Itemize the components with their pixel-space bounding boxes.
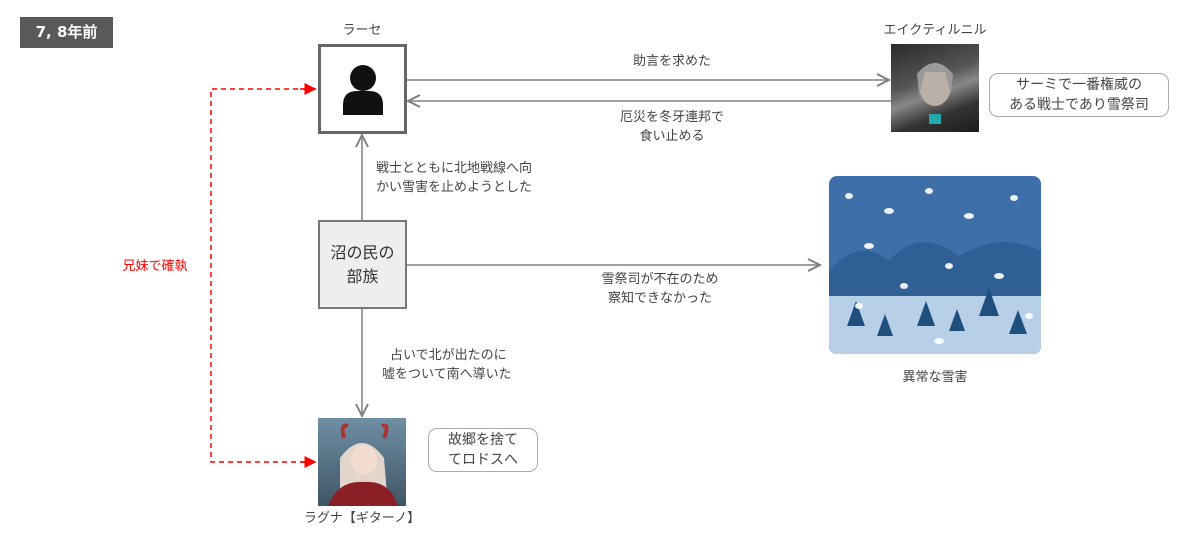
note-line: 故郷を捨て <box>448 432 518 448</box>
edge-label-ask-advice: 助言を求めた <box>632 54 711 69</box>
note-line: サーミで一番権威の <box>1016 77 1142 93</box>
eikthyrnir-portrait <box>891 44 979 132</box>
label-line: 占いで北が出たのに <box>390 348 507 363</box>
siblings-dashed-connector <box>210 88 316 463</box>
label-line: 嘘をついて南へ導いた <box>382 367 512 382</box>
label-line: 察知できなかった <box>607 291 712 306</box>
tribe-line: 部族 <box>346 266 379 286</box>
note-line: てロドスへ <box>448 452 518 468</box>
label-line: 戦士とともに北地戦線へ向 <box>376 161 533 176</box>
tribe-line: 沼の民の <box>330 242 395 262</box>
tribe-node: 沼の民の部族 <box>318 220 407 309</box>
rahse-node <box>318 44 407 134</box>
edge-label-tribe-to-ragna: 占いで北が出たのに 嘘をついて南へ導いた <box>382 346 512 384</box>
label-line: かい雪害を止めようとした <box>376 180 533 195</box>
ragna-note-callout: 故郷を捨て てロドスへ <box>428 428 538 472</box>
ragna-portrait <box>318 418 406 506</box>
person-icon <box>343 65 383 115</box>
snowstorm-image <box>829 176 1041 354</box>
eikthyrnir-label: エイクティルニル <box>883 23 987 38</box>
siblings-label: 兄妹で確執 <box>122 259 188 274</box>
edge-label-tribe-to-rahse: 戦士とともに北地戦線へ向 かい雪害を止めようとした <box>376 159 532 197</box>
edge-label-reply: 厄災を冬牙連邦で 食い止める <box>572 108 772 146</box>
label-line: 雪祭司が不在のため <box>601 272 719 287</box>
label-line: 食い止める <box>639 129 705 144</box>
time-badge: 7, 8年前 <box>20 17 113 48</box>
note-line: ある戦士であり雪祭司 <box>1009 97 1149 113</box>
ragna-label: ラグナ【ギターノ】 <box>303 511 421 526</box>
rahse-label: ラーセ <box>342 23 382 38</box>
eikthyrnir-note-callout: サーミで一番権威の ある戦士であり雪祭司 <box>989 73 1169 117</box>
label-line: 厄災を冬牙連邦で <box>619 110 724 125</box>
snow-label: 異常な雪害 <box>902 370 968 385</box>
edge-label-tribe-to-snow: 雪祭司が不在のため 察知できなかった <box>560 270 760 308</box>
